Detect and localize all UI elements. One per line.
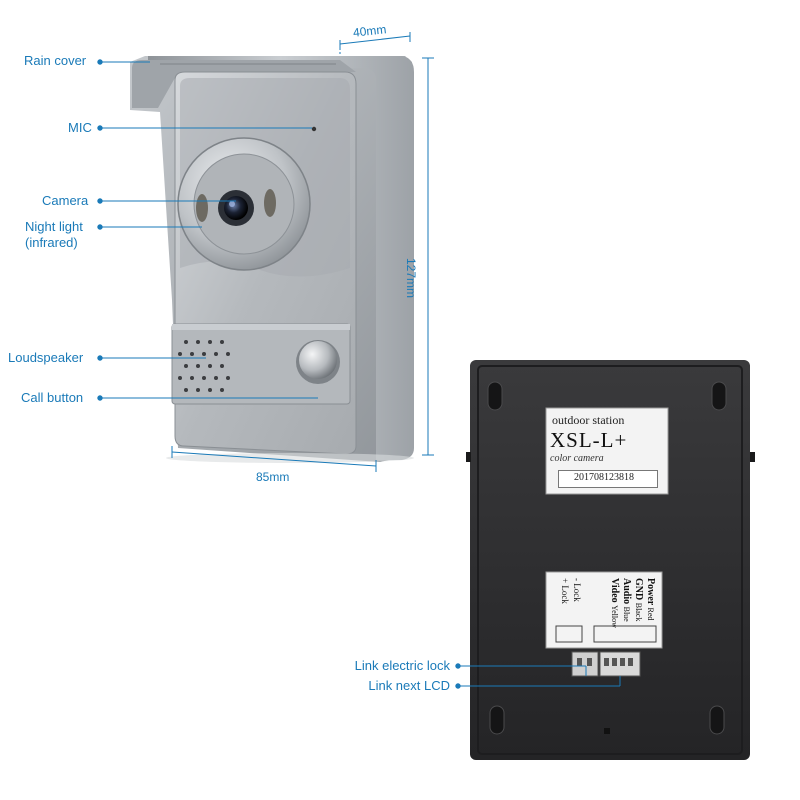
label-model: XSL-L+ [550,428,628,452]
front-callout-lines [97,59,318,401]
label-line1: outdoor station [552,413,625,427]
camera-label: Camera [42,193,89,208]
terminal-audio: Audio Blue [621,578,632,622]
back-housing [470,360,750,760]
back-callout-lines [455,663,621,689]
mic-hole [311,126,317,132]
front-unit [130,56,414,463]
terminal-power: Power Red [645,578,656,621]
rain-cover-label: Rain cover [24,53,87,68]
call-button-label: Call button [21,390,84,405]
link-lcd-label: Link next LCD [368,678,450,693]
night-light-label: Night light [25,219,83,234]
housing-side [148,56,414,460]
terminal-lock-minus: - Lock [572,578,582,602]
back-unit [466,360,755,760]
height-dimension: 127mm [404,258,418,299]
night-light-right [264,189,276,217]
camera-lens [224,196,248,220]
night-light-left [196,194,208,222]
speaker-grille [178,340,230,392]
terminal-video: Video Yellow [609,578,620,628]
mic-label: MIC [68,120,92,135]
width-dimension: 85mm [256,470,290,484]
dimension-lines [171,32,434,472]
lock-connector [571,651,599,677]
label-line3: color camera [550,453,604,464]
terminal-label [545,571,663,649]
night-light-sublabel: (infrared) [25,235,78,250]
call-button-shape [299,341,337,379]
terminal-lock-plus: + Lock [560,578,570,604]
terminal-gnd: GND Black [633,578,644,622]
label-serial: 201708123818 [574,472,634,483]
link-lock-label: Link electric lock [354,658,450,673]
loudspeaker-label: Loudspeaker [8,350,84,365]
